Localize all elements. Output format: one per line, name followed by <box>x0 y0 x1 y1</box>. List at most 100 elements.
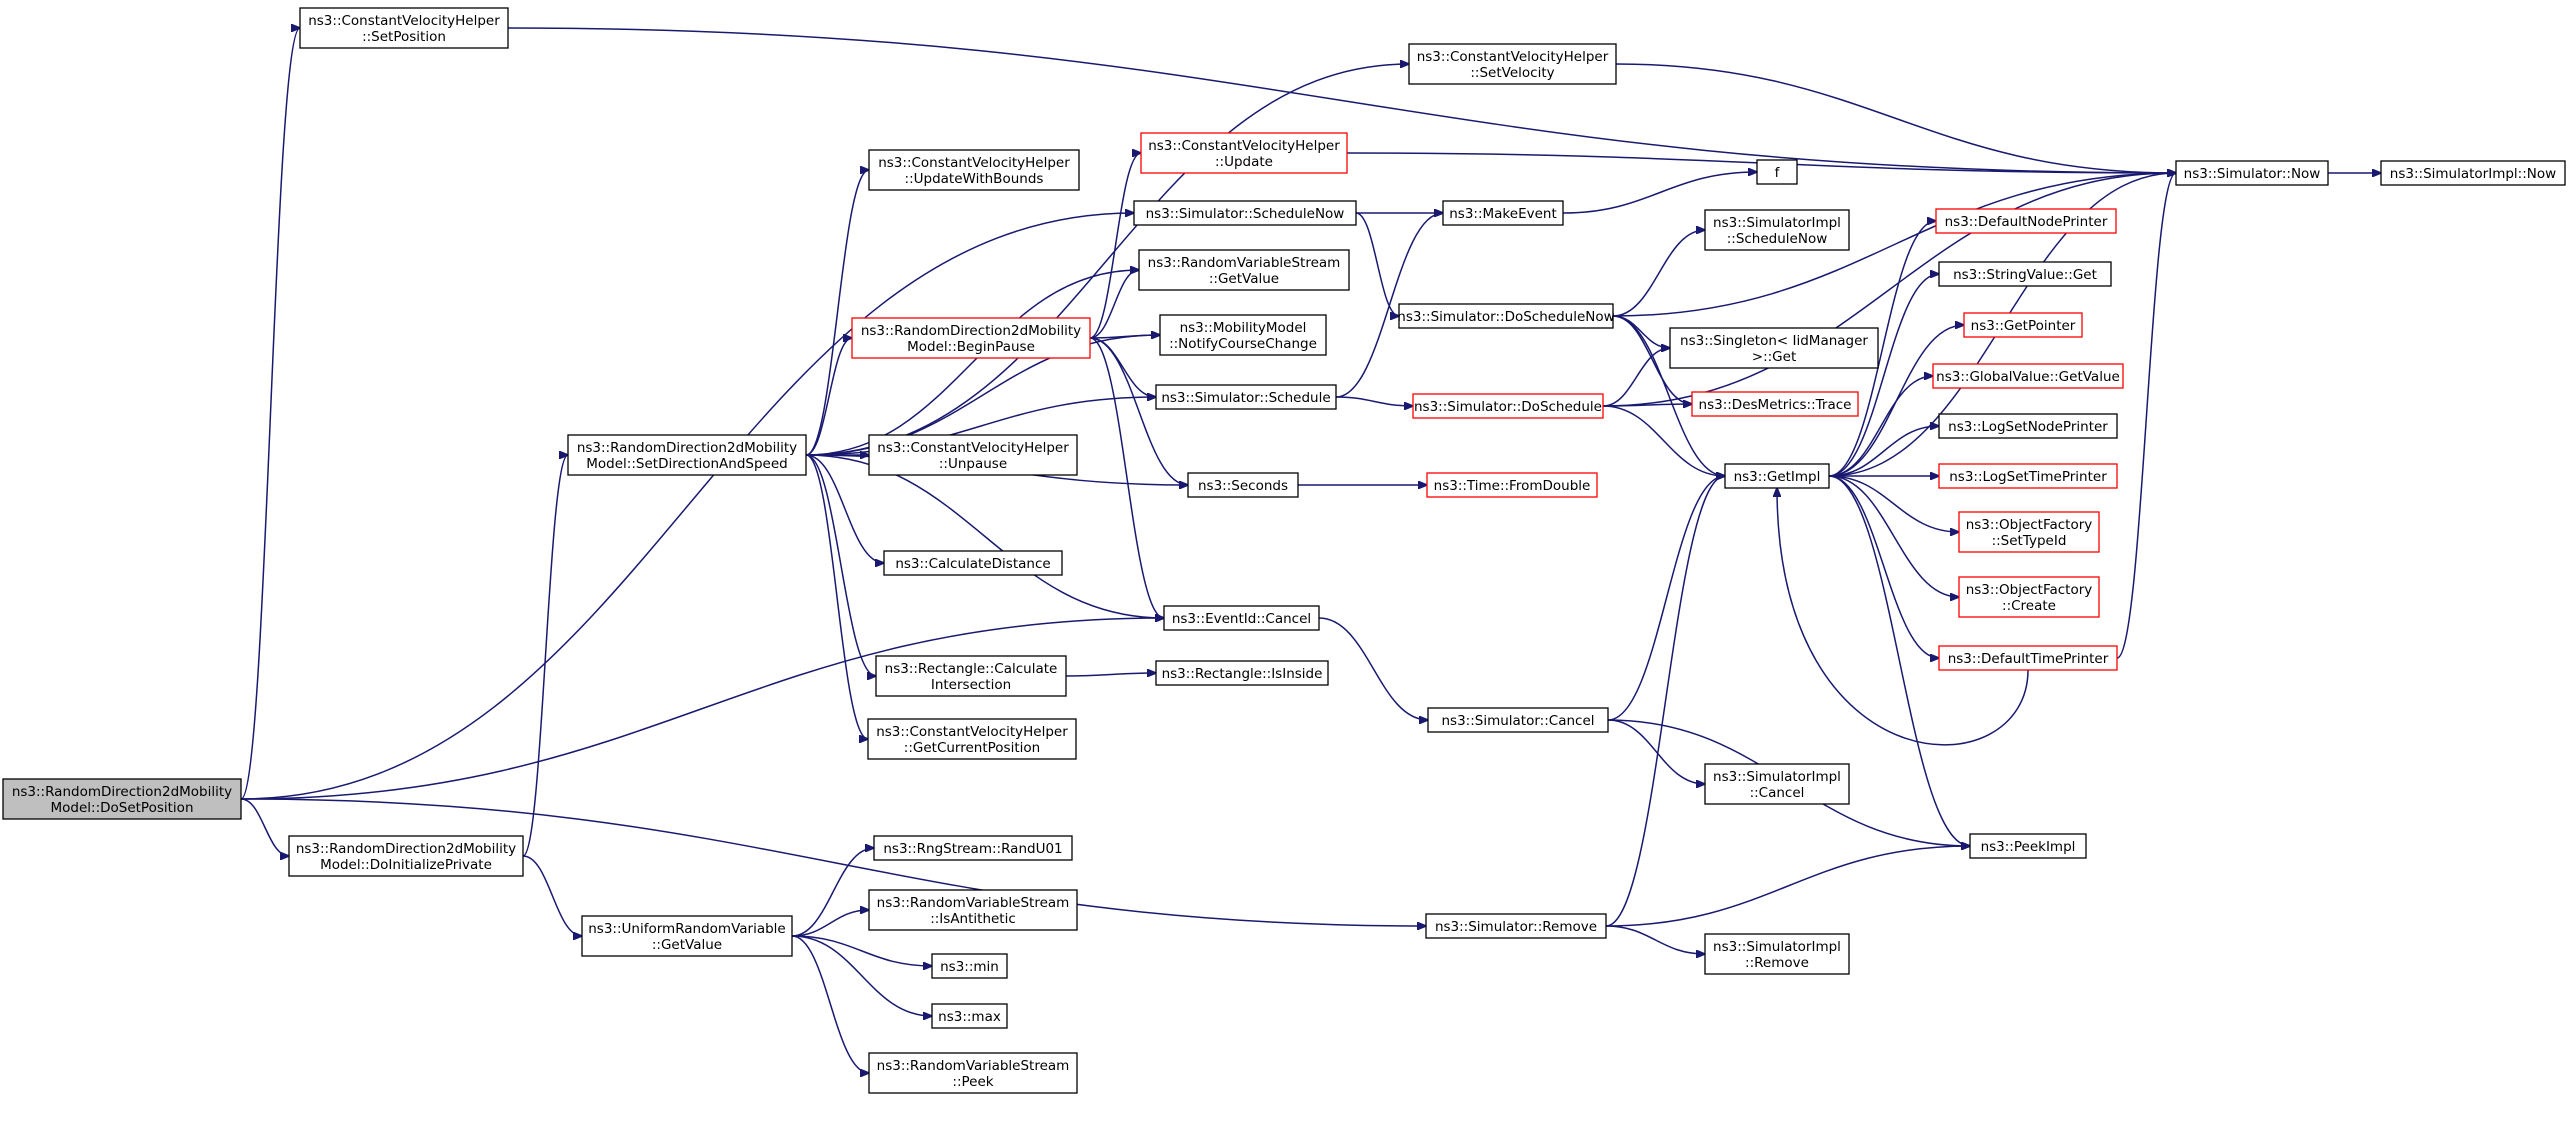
node-dosetposition[interactable]: ns3::RandomDirection2dMobilityModel::DoS… <box>2 778 242 820</box>
node-box <box>1163 605 1320 631</box>
node-simimpl_schednow[interactable]: ns3::SimulatorImpl::ScheduleNow <box>1704 209 1850 251</box>
node-sim_schedule[interactable]: ns3::Simulator::Schedule <box>1155 384 1337 410</box>
edge-urv_getvalue-to-randu01 <box>791 848 874 937</box>
edge-sim_cancel-to-getimpl <box>1607 476 1725 721</box>
node-setdirspeed[interactable]: ns3::RandomDirection2dMobilityModel::Set… <box>567 434 807 476</box>
node-calcdist[interactable]: ns3::CalculateDistance <box>883 550 1063 576</box>
node-randu01[interactable]: ns3::RngStream::RandU01 <box>873 835 1073 861</box>
node-label: ns3::RandomDirection2dMobility <box>296 841 516 857</box>
node-desmetrics_trace[interactable]: ns3::DesMetrics::Trace <box>1691 391 1859 417</box>
node-box <box>1935 208 2117 234</box>
node-cvh_setvelocity[interactable]: ns3::ConstantVelocityHelper::SetVelocity <box>1408 43 1617 85</box>
node-box <box>1969 833 2087 859</box>
node-box <box>299 7 509 49</box>
node-sim_doschedule[interactable]: ns3::Simulator::DoSchedule <box>1412 393 1604 419</box>
node-label: ns3::CalculateDistance <box>895 556 1050 572</box>
node-logsetnodeprinter[interactable]: ns3::LogSetNodePrinter <box>1938 413 2118 439</box>
node-label: ns3::Simulator::DoScheduleNow <box>1397 309 1614 325</box>
node-f[interactable]: f <box>1756 159 1798 185</box>
node-label: ns3::ObjectFactory <box>1966 517 2093 533</box>
node-simimpl_cancel[interactable]: ns3::SimulatorImpl::Cancel <box>1704 763 1850 805</box>
node-label: ns3::DesMetrics::Trace <box>1699 397 1852 413</box>
edge-cvh_setposition-to-sim_now <box>507 27 2176 173</box>
node-label: >::Get <box>1752 349 1796 365</box>
edge-doinitprivate-to-setdirspeed <box>522 455 568 857</box>
node-singleton_get[interactable]: ns3::Singleton< IidManager>::Get <box>1669 327 1879 369</box>
node-simimpl_remove[interactable]: ns3::SimulatorImpl::Remove <box>1704 933 1850 975</box>
node-min[interactable]: ns3::min <box>931 953 1008 979</box>
node-getimpl[interactable]: ns3::GetImpl <box>1724 463 1830 489</box>
node-rvs_getvalue[interactable]: ns3::RandomVariableStream::GetValue <box>1138 249 1350 291</box>
node-mm_notify[interactable]: ns3::MobilityModel::NotifyCourseChange <box>1159 314 1327 356</box>
edge-makeevent-to-f <box>1562 172 1757 214</box>
edge-layer <box>240 27 2381 1073</box>
node-box <box>883 550 1063 576</box>
node-cvh_getcurpos[interactable]: ns3::ConstantVelocityHelper::GetCurrentP… <box>867 718 1077 760</box>
node-label: ns3::Simulator::Schedule <box>1161 390 1330 406</box>
node-logsettimeprinter[interactable]: ns3::LogSetTimePrinter <box>1938 463 2118 489</box>
node-label: ns3::SimulatorImpl <box>1713 939 1841 955</box>
node-peekimpl[interactable]: ns3::PeekImpl <box>1969 833 2087 859</box>
node-getpointer[interactable]: ns3::GetPointer <box>1963 312 2083 338</box>
node-sim_doschedulenow[interactable]: ns3::Simulator::DoScheduleNow <box>1397 303 1615 329</box>
node-cvh_unpause[interactable]: ns3::ConstantVelocityHelper::Unpause <box>868 434 1078 476</box>
edge-sim_cancel-to-simimpl_cancel <box>1607 719 1705 784</box>
node-label: ns3::Simulator::DoSchedule <box>1414 399 1602 415</box>
edge-doinitprivate-to-urv_getvalue <box>522 855 582 936</box>
node-defaultnodeprinter[interactable]: ns3::DefaultNodePrinter <box>1935 208 2117 234</box>
node-box <box>1133 200 1357 226</box>
node-simimpl_now[interactable]: ns3::SimulatorImpl::Now <box>2380 160 2566 186</box>
node-box <box>2 778 242 820</box>
node-cvh_setposition[interactable]: ns3::ConstantVelocityHelper::SetPosition <box>299 7 509 49</box>
node-label: ns3::Simulator::Remove <box>1435 919 1597 935</box>
node-label: ns3::ConstantVelocityHelper <box>876 724 1068 740</box>
node-box <box>1938 463 2118 489</box>
edge-urv_getvalue-to-max <box>791 935 932 1016</box>
node-label: ns3::GetPointer <box>1971 318 2076 334</box>
node-max[interactable]: ns3::max <box>931 1003 1008 1029</box>
node-seconds[interactable]: ns3::Seconds <box>1187 472 1299 498</box>
node-sim_schedulenow[interactable]: ns3::Simulator::ScheduleNow <box>1133 200 1357 226</box>
node-sim_now[interactable]: ns3::Simulator::Now <box>2175 160 2329 186</box>
node-label: ns3::ConstantVelocityHelper <box>878 155 1070 171</box>
node-label: ns3::Seconds <box>1198 478 1288 494</box>
edge-getimpl-to-peekimpl <box>1828 475 1970 846</box>
node-rvs_peek[interactable]: ns3::RandomVariableStream::Peek <box>868 1052 1078 1094</box>
node-cvh_update[interactable]: ns3::ConstantVelocityHelper::Update <box>1140 132 1348 174</box>
node-label: ::Create <box>2002 598 2056 614</box>
node-label: ::SetVelocity <box>1470 65 1554 81</box>
edge-sim_doschedulenow-to-simimpl_schednow <box>1612 230 1705 317</box>
node-label: ns3::StringValue::Get <box>1953 267 2097 283</box>
edge-urv_getvalue-to-rvs_isanti <box>791 910 869 937</box>
node-urv_getvalue[interactable]: ns3::UniformRandomVariable::GetValue <box>581 915 793 957</box>
edge-beginpause-to-eventid_cancel <box>1089 337 1164 618</box>
node-sim_remove[interactable]: ns3::Simulator::Remove <box>1425 913 1607 939</box>
node-label: ns3::GlobalValue::GetValue <box>1936 369 2120 385</box>
node-stringvalue_get[interactable]: ns3::StringValue::Get <box>1938 261 2112 287</box>
node-label: ns3::RandomDirection2dMobility <box>861 323 1081 339</box>
node-label: ns3::Rectangle::IsInside <box>1162 666 1323 682</box>
node-time_fromdouble[interactable]: ns3::Time::FromDouble <box>1426 472 1598 498</box>
node-beginpause[interactable]: ns3::RandomDirection2dMobilityModel::Beg… <box>851 317 1091 359</box>
node-eventid_cancel[interactable]: ns3::EventId::Cancel <box>1163 605 1320 631</box>
node-doinitprivate[interactable]: ns3::RandomDirection2dMobilityModel::DoI… <box>288 835 524 877</box>
edge-defaulttimeprinter-to-sim_now <box>2116 173 2176 659</box>
edge-getimpl-to-stringvalue_get <box>1828 274 1939 477</box>
node-rvs_isanti[interactable]: ns3::RandomVariableStream::IsAntithetic <box>868 889 1078 931</box>
node-of_create[interactable]: ns3::ObjectFactory::Create <box>1958 576 2100 618</box>
node-box <box>1408 43 1617 85</box>
node-label: ::SetTypeId <box>1992 533 2067 549</box>
node-globalvalue_getvalue[interactable]: ns3::GlobalValue::GetValue <box>1932 363 2124 389</box>
node-box <box>1704 209 1850 251</box>
node-rect_isinside[interactable]: ns3::Rectangle::IsInside <box>1155 660 1329 686</box>
edge-setdirspeed-to-cvh_getcurpos <box>805 454 868 739</box>
node-label: ns3::MakeEvent <box>1449 206 1557 222</box>
node-of_settypeid[interactable]: ns3::ObjectFactory::SetTypeId <box>1958 511 2100 553</box>
node-defaulttimeprinter[interactable]: ns3::DefaultTimePrinter <box>1938 645 2118 671</box>
node-label: ns3::ConstantVelocityHelper <box>1148 138 1340 154</box>
node-sim_cancel[interactable]: ns3::Simulator::Cancel <box>1427 707 1609 733</box>
node-cvh_updatewb[interactable]: ns3::ConstantVelocityHelper::UpdateWithB… <box>868 149 1080 191</box>
node-makeevent[interactable]: ns3::MakeEvent <box>1442 200 1564 226</box>
node-label: ns3::DefaultTimePrinter <box>1948 651 2109 667</box>
